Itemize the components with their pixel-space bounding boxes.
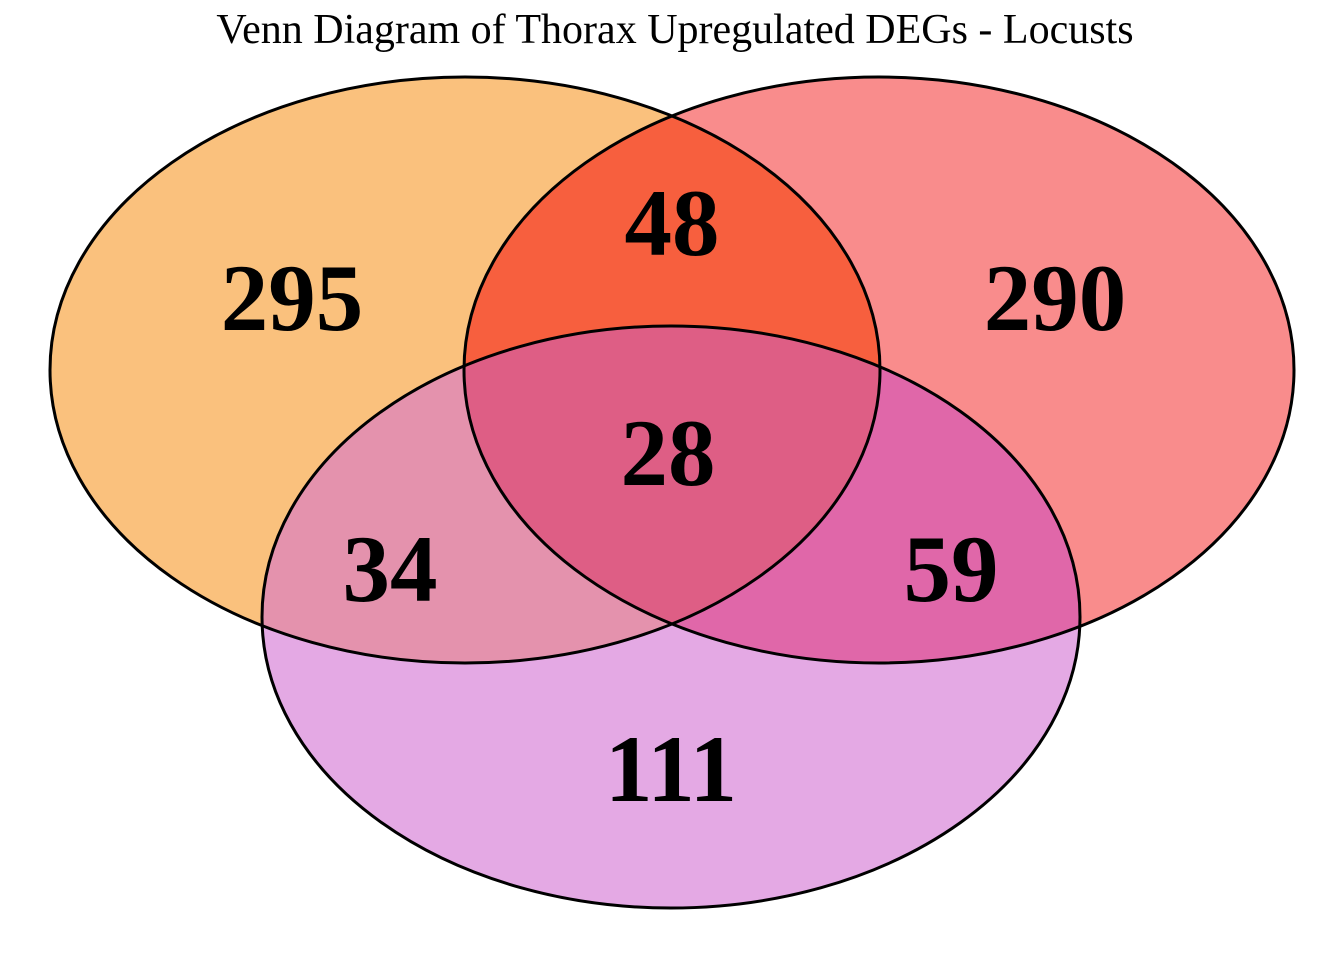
venn-region-labels: 295 48 290 28 34 59 111 [221, 170, 1127, 822]
region-label-a-b: 48 [625, 170, 720, 276]
region-label-c-only: 111 [605, 716, 737, 822]
region-label-b-c: 59 [904, 516, 999, 622]
chart-title: Venn Diagram of Thorax Upregulated DEGs … [216, 7, 1133, 53]
set-a-ellipse-outline [48, 75, 882, 665]
venn-outlines [48, 75, 1296, 910]
region-label-a-c: 34 [343, 516, 438, 622]
set-b-ellipse-outline [462, 75, 1296, 665]
region-label-a-b-c: 28 [621, 400, 716, 506]
region-label-a-only: 295 [221, 245, 364, 351]
set-c-ellipse-outline [260, 324, 1082, 910]
region-label-b-only: 290 [984, 245, 1127, 351]
